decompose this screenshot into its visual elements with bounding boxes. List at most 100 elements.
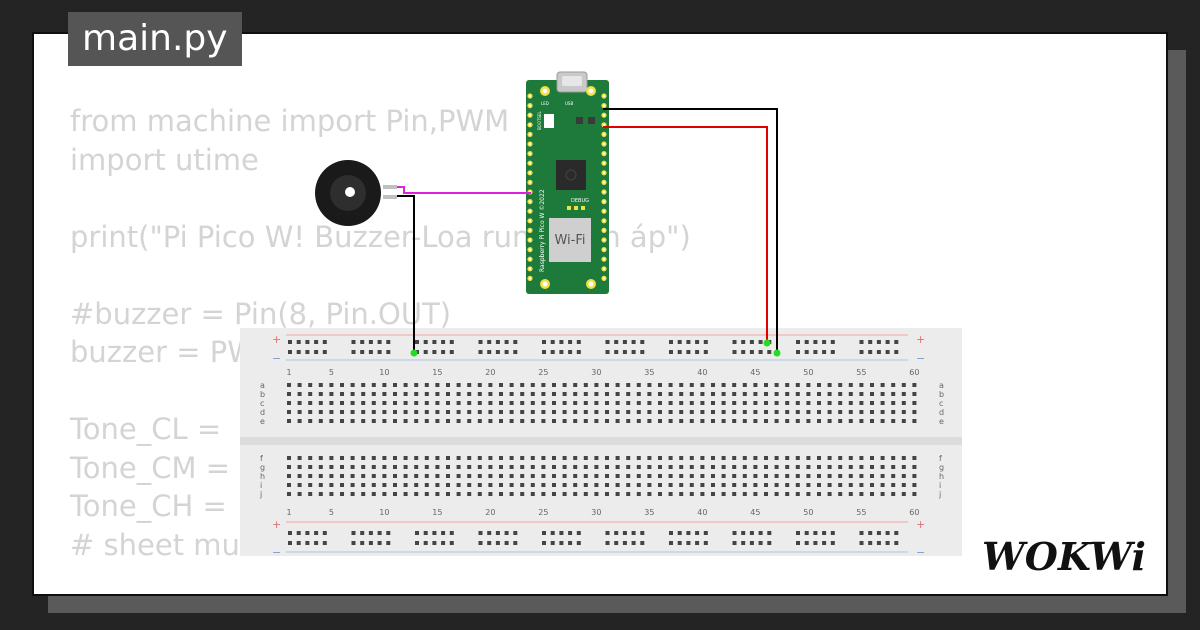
breadboard-hole[interactable] — [446, 465, 450, 469]
breadboard-hole[interactable] — [594, 492, 599, 496]
breadboard-hole[interactable] — [870, 465, 874, 469]
breadboard-hole[interactable] — [329, 410, 334, 414]
breadboard-hole[interactable] — [891, 474, 896, 478]
breadboard-hole[interactable] — [583, 492, 588, 496]
rail-hole[interactable] — [804, 350, 809, 354]
breadboard[interactable]: 1155101015152020252530303535404045455050… — [240, 328, 962, 559]
breadboard-hole[interactable] — [764, 410, 768, 414]
rail-hole[interactable] — [669, 340, 673, 344]
breadboard-hole[interactable] — [350, 483, 355, 487]
rail-hole[interactable] — [449, 531, 454, 535]
rail-hole[interactable] — [741, 541, 746, 545]
breadboard-hole[interactable] — [827, 483, 832, 487]
breadboard-hole[interactable] — [891, 383, 896, 387]
breadboard-hole[interactable] — [477, 483, 482, 487]
breadboard-hole[interactable] — [424, 483, 429, 487]
rail-hole[interactable] — [703, 541, 708, 545]
rail-hole[interactable] — [830, 541, 835, 545]
rail-hole[interactable] — [550, 531, 555, 535]
rail-hole[interactable] — [804, 541, 809, 545]
breadboard-hole[interactable] — [774, 383, 779, 387]
breadboard-hole[interactable] — [308, 483, 313, 487]
rail-hole[interactable] — [495, 541, 500, 545]
breadboard-hole[interactable] — [721, 456, 726, 460]
breadboard-hole[interactable] — [901, 465, 906, 469]
breadboard-hole[interactable] — [308, 474, 313, 478]
breadboard-hole[interactable] — [848, 401, 853, 405]
rail-hole[interactable] — [415, 541, 419, 545]
rail-hole[interactable] — [876, 541, 881, 545]
rail-hole[interactable] — [894, 531, 899, 535]
breadboard-hole[interactable] — [414, 492, 419, 496]
breadboard-hole[interactable] — [361, 410, 366, 414]
breadboard-hole[interactable] — [658, 392, 662, 396]
rail-hole[interactable] — [622, 350, 627, 354]
breadboard-hole[interactable] — [424, 456, 429, 460]
breadboard-hole[interactable] — [435, 456, 440, 460]
rail-hole[interactable] — [432, 350, 437, 354]
breadboard-hole[interactable] — [838, 474, 843, 478]
rail-hole[interactable] — [749, 541, 754, 545]
breadboard-hole[interactable] — [636, 456, 641, 460]
breadboard-hole[interactable] — [403, 410, 408, 414]
breadboard-hole[interactable] — [658, 483, 662, 487]
breadboard-hole[interactable] — [467, 483, 472, 487]
breadboard-hole[interactable] — [456, 456, 461, 460]
rail-hole[interactable] — [441, 531, 446, 535]
rail-hole[interactable] — [377, 531, 382, 535]
breadboard-hole[interactable] — [371, 383, 376, 387]
breadboard-hole[interactable] — [467, 383, 472, 387]
breadboard-hole[interactable] — [350, 410, 355, 414]
breadboard-hole[interactable] — [520, 483, 525, 487]
breadboard-hole[interactable] — [340, 483, 344, 487]
rail-hole[interactable] — [322, 350, 327, 354]
breadboard-hole[interactable] — [827, 492, 832, 496]
breadboard-hole[interactable] — [711, 392, 715, 396]
breadboard-hole[interactable] — [732, 456, 737, 460]
breadboard-hole[interactable] — [732, 383, 737, 387]
breadboard-hole[interactable] — [552, 419, 556, 423]
breadboard-hole[interactable] — [785, 465, 790, 469]
pico-w-board[interactable]: LED USB BOOTSEL DEBUG Wi-Fi Raspberry Pi… — [526, 71, 609, 294]
breadboard-hole[interactable] — [477, 419, 482, 423]
rail-hole[interactable] — [449, 541, 454, 545]
rail-hole[interactable] — [542, 340, 546, 344]
rail-hole[interactable] — [415, 531, 419, 535]
breadboard-hole[interactable] — [753, 474, 758, 478]
breadboard-hole[interactable] — [891, 392, 896, 396]
breadboard-hole[interactable] — [583, 419, 588, 423]
rail-hole[interactable] — [351, 541, 356, 545]
rail-hole[interactable] — [605, 350, 610, 354]
breadboard-hole[interactable] — [870, 483, 874, 487]
breadboard-hole[interactable] — [827, 419, 832, 423]
breadboard-hole[interactable] — [870, 474, 874, 478]
breadboard-hole[interactable] — [594, 456, 599, 460]
rail-hole[interactable] — [822, 531, 827, 535]
breadboard-hole[interactable] — [573, 401, 578, 405]
rail-hole[interactable] — [487, 350, 492, 354]
breadboard-hole[interactable] — [785, 492, 790, 496]
breadboard-hole[interactable] — [308, 492, 313, 496]
breadboard-hole[interactable] — [340, 456, 344, 460]
breadboard-hole[interactable] — [870, 456, 874, 460]
breadboard-hole[interactable] — [456, 492, 461, 496]
breadboard-hole[interactable] — [721, 483, 726, 487]
breadboard-hole[interactable] — [414, 465, 419, 469]
breadboard-hole[interactable] — [870, 419, 874, 423]
breadboard-hole[interactable] — [435, 465, 440, 469]
rail-hole[interactable] — [686, 350, 691, 354]
breadboard-hole[interactable] — [615, 465, 620, 469]
rail-hole[interactable] — [386, 541, 391, 545]
breadboard-hole[interactable] — [361, 419, 366, 423]
breadboard-hole[interactable] — [795, 492, 800, 496]
code-editor[interactable]: from machine import Pin,PWM import utime… — [70, 102, 691, 564]
breadboard-hole[interactable] — [679, 483, 684, 487]
rail-hole[interactable] — [859, 350, 864, 354]
breadboard-hole[interactable] — [297, 383, 302, 387]
rail-hole[interactable] — [360, 340, 365, 344]
breadboard-hole[interactable] — [340, 419, 344, 423]
breadboard-hole[interactable] — [393, 410, 397, 414]
breadboard-hole[interactable] — [329, 401, 334, 405]
breadboard-hole[interactable] — [647, 483, 652, 487]
breadboard-hole[interactable] — [594, 483, 599, 487]
